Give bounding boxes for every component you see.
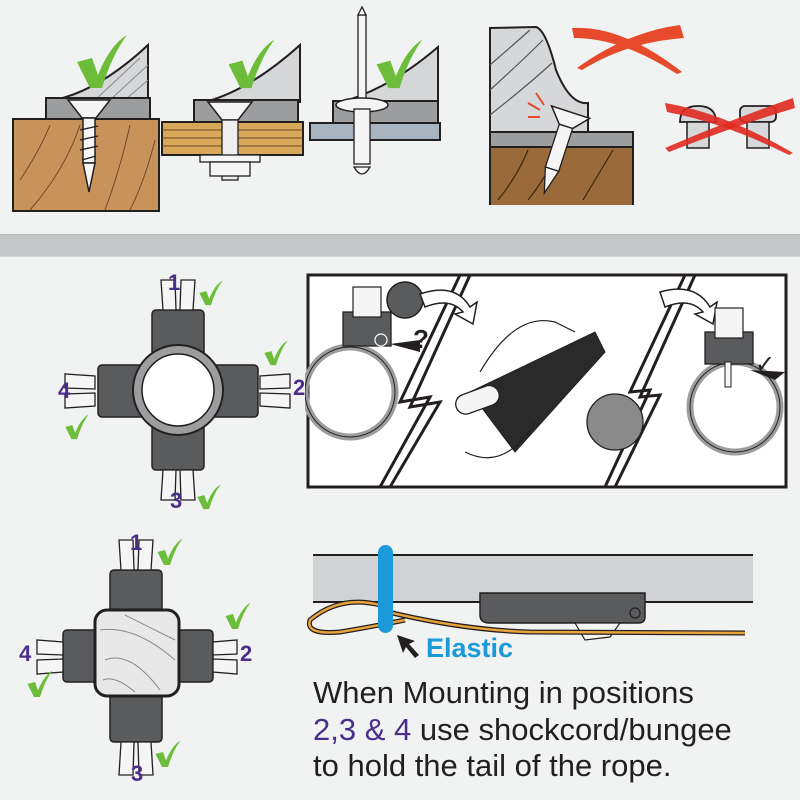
bolt-example	[160, 30, 305, 190]
check-icon	[27, 670, 53, 697]
protruding-screw-example	[488, 25, 638, 205]
check-icon	[77, 35, 127, 88]
position-number-2: 2	[240, 641, 253, 666]
position-number-1: 1	[130, 530, 143, 555]
square-tube-illustration	[36, 539, 238, 776]
rope-elastic-diagram: Elastic	[300, 535, 760, 665]
instruction-line-1: When Mounting in positions	[313, 675, 694, 710]
arrow-pointer-icon	[397, 635, 419, 658]
position-number-3: 3	[131, 761, 144, 786]
pan-cap-screws-example	[665, 98, 795, 158]
round-tube-illustration	[64, 279, 291, 501]
wood-screw-example	[10, 30, 160, 215]
fitting-steps-panel: ? ✓	[305, 272, 790, 492]
position-number-4: 4	[19, 641, 32, 666]
position-number-2: 2	[293, 375, 306, 400]
positions-highlight: 2,3 & 4	[313, 711, 412, 747]
check-icon	[264, 340, 288, 366]
protruding-screw-illustration	[489, 25, 634, 205]
fitting-steps-illustration	[305, 273, 788, 489]
check-icon	[197, 484, 221, 510]
position-number-4: 4	[58, 378, 71, 403]
check-icon	[65, 414, 89, 440]
pan-cap-screws-illustration	[665, 98, 795, 155]
rivet-example	[308, 5, 443, 180]
check-icon	[376, 39, 423, 89]
instruction-line-2-rest: use shockcord/bungee	[411, 711, 732, 747]
check-icon	[225, 602, 251, 629]
position-number-3: 3	[170, 488, 183, 513]
position-number-1: 1	[168, 270, 181, 295]
check-icon	[228, 39, 275, 89]
rope-elastic-illustration	[306, 545, 753, 641]
section-divider	[0, 234, 800, 257]
bolt-illustration	[161, 42, 304, 181]
elastic-label: Elastic	[426, 633, 514, 663]
question-mark-symbol: ?	[413, 324, 429, 354]
instruction-line-3: to hold the tail of the rope.	[313, 748, 672, 783]
rivet-illustration	[309, 5, 441, 175]
top-section	[0, 0, 800, 232]
instruction-line-2: 2,3 & 4 use shockcord/bungee	[313, 712, 732, 749]
wood-screw-illustration	[12, 42, 160, 212]
cross-icon	[572, 25, 684, 74]
checkmark-symbol: ✓	[755, 351, 776, 378]
check-icon	[155, 740, 181, 767]
check-icon	[157, 538, 183, 565]
square-tube-positions-diagram: 1 2 3 4	[15, 530, 275, 790]
round-tube-positions-diagram: 1 2 3 4	[55, 270, 305, 515]
check-icon	[199, 280, 223, 306]
mounting-instructions: When Mounting in positions 2,3 & 4 use s…	[313, 675, 732, 785]
